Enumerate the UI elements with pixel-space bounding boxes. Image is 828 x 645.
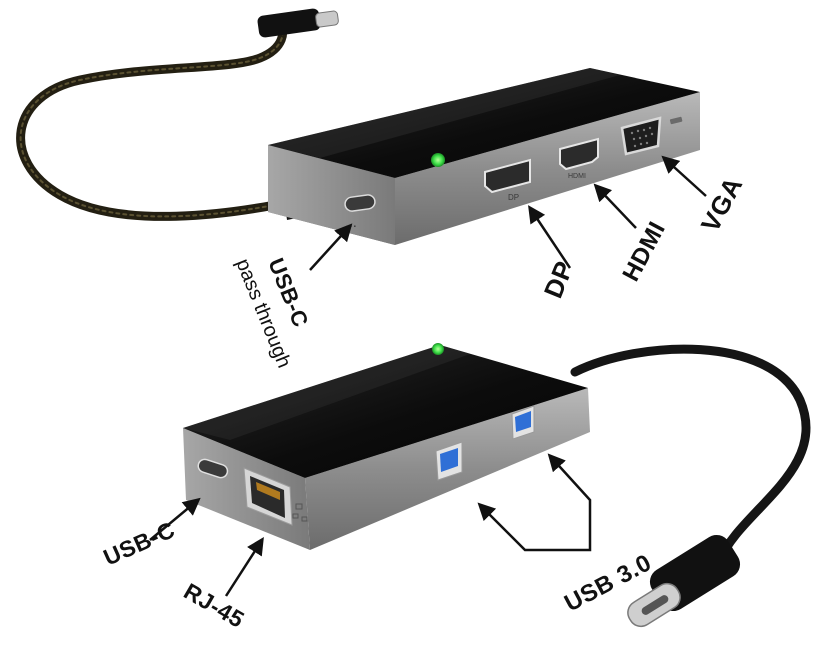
hdmi-arrow [593, 183, 637, 229]
rj45-arrow [224, 537, 264, 597]
vga-arrow [661, 155, 707, 197]
top-hub: ▪ ▪ ▪ DP HDMI [16, 8, 749, 371]
bottom-callout-arrows [149, 453, 592, 597]
rj45-label: RJ-45 [180, 578, 249, 633]
usbc-arrow [149, 497, 201, 541]
network-icon [292, 503, 308, 522]
top-vga-port [620, 116, 683, 156]
usb3-arrow-bracket [477, 453, 592, 552]
top-hdmi-port-label: HDMI [568, 173, 586, 180]
bottom-usbc-port [197, 458, 229, 479]
top-dp-port: DP [484, 158, 531, 202]
top-usbc-plug [257, 8, 339, 38]
bottom-hub: USB-C RJ-45 USB 3.0 [99, 343, 811, 633]
dp-label: DP [538, 257, 580, 303]
bottom-usbc-plug [627, 534, 741, 628]
usb3-port-2 [511, 405, 535, 440]
top-callout-arrows [309, 155, 707, 271]
bottom-hub-body [183, 343, 590, 550]
dp-arrow [528, 205, 572, 269]
top-hdmi-port: HDMI [559, 137, 599, 180]
hdmi-label: HDMI [617, 217, 671, 286]
top-dp-port-label: DP [508, 193, 519, 202]
bottom-status-led [432, 343, 444, 355]
usb3-port-1 [435, 441, 463, 481]
bottom-rj45-port [243, 467, 308, 526]
usbc-passthrough-arrow [309, 223, 353, 271]
top-status-led [431, 153, 445, 167]
vga-label: VGA [695, 172, 749, 237]
bottom-cable [570, 344, 811, 628]
top-hub-body: ▪ ▪ ▪ DP HDMI [268, 68, 700, 245]
bottom-usbc-label: USB-C [99, 516, 178, 570]
